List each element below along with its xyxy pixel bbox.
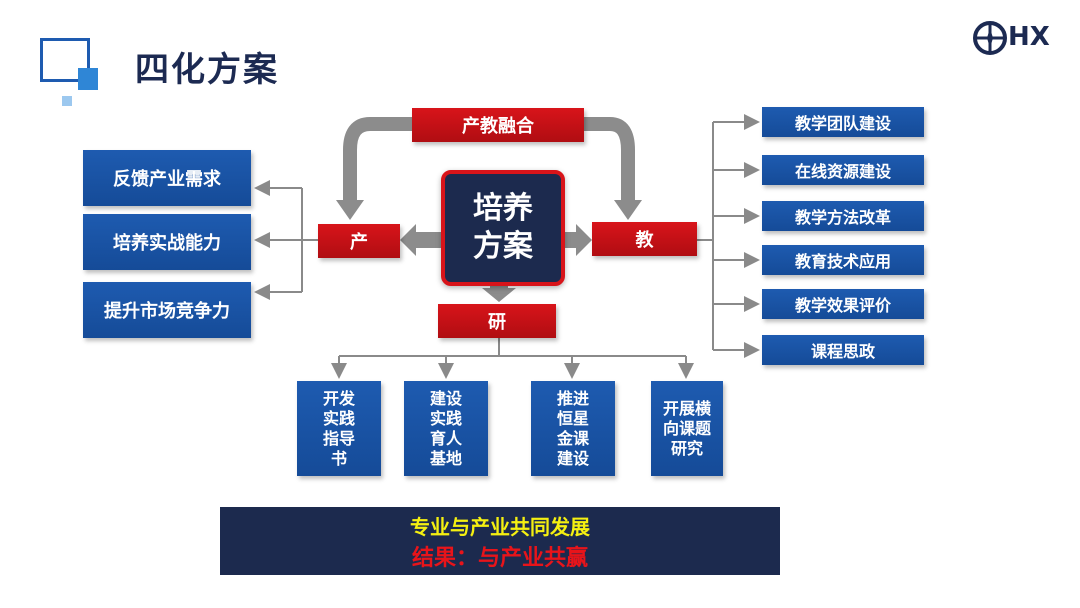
result-line-2: 结果：与产业共赢 — [411, 545, 588, 571]
bottom-item-guide: 开发 实践 指导 书 — [297, 381, 381, 476]
title-decoration — [40, 38, 98, 106]
left-item-competitiveness: 提升市场竞争力 — [83, 282, 251, 338]
left-item-feedback: 反馈产业需求 — [83, 150, 251, 206]
right-item-method: 教学方法改革 — [762, 201, 924, 231]
bottom-item-research: 开展横 向课题 研究 — [651, 381, 723, 476]
hub-industry-education: 产教融合 — [412, 108, 584, 142]
compass-logo-icon — [973, 21, 1007, 55]
result-banner: 专业与产业共同发展 结果：与产业共赢 — [220, 507, 780, 575]
page-title: 四化方案 — [135, 50, 279, 90]
hub-research: 研 — [438, 304, 556, 338]
hub-industry: 产 — [318, 224, 400, 258]
center-training-plan: 培养 方案 — [441, 170, 565, 286]
right-item-evaluation: 教学效果评价 — [762, 289, 924, 319]
hub-education: 教 — [592, 222, 697, 256]
logo-text: HX — [1008, 22, 1050, 52]
bottom-item-base: 建设 实践 育人 基地 — [404, 381, 488, 476]
right-item-team: 教学团队建设 — [762, 107, 924, 137]
right-item-tech: 教育技术应用 — [762, 245, 924, 275]
logo — [970, 18, 1070, 58]
bottom-item-course: 推进 恒星 金课 建设 — [531, 381, 615, 476]
right-item-online: 在线资源建设 — [762, 155, 924, 185]
result-line-1: 专业与产业共同发展 — [410, 514, 590, 539]
right-item-ideology: 课程思政 — [762, 335, 924, 365]
left-item-ability: 培养实战能力 — [83, 214, 251, 270]
